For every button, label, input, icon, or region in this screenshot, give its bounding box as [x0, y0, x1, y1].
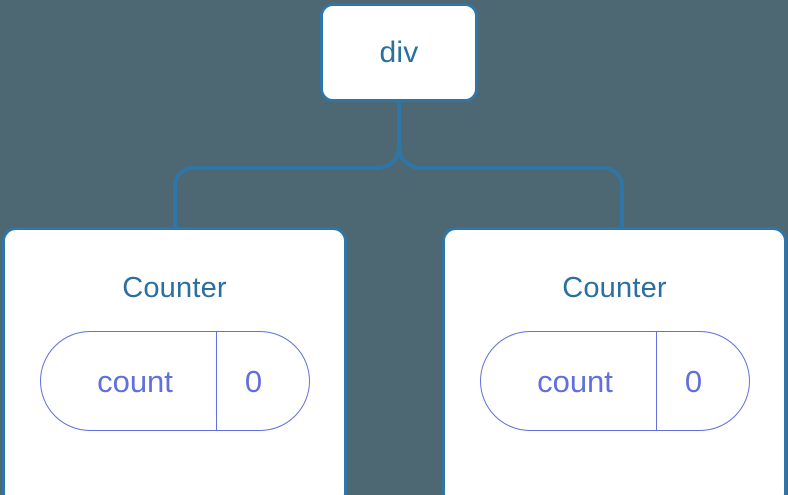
- state-pill-left[interactable]: count 0: [39, 331, 310, 431]
- node-counter-right[interactable]: Counter count 0: [442, 227, 787, 495]
- state-pill-right[interactable]: count 0: [479, 331, 750, 431]
- state-value-right: 0: [684, 363, 703, 399]
- node-div-label: div: [379, 35, 419, 69]
- node-counter-left[interactable]: Counter count 0: [2, 227, 347, 495]
- connector-branch-right: [397, 144, 624, 233]
- node-div[interactable]: div: [320, 3, 478, 102]
- node-counter-left-title: Counter: [122, 272, 227, 304]
- state-key-right: count: [481, 332, 657, 430]
- connector-branch-left: [173, 144, 401, 233]
- node-counter-right-title: Counter: [562, 272, 667, 304]
- state-key-left: count: [41, 332, 217, 430]
- state-value-left: 0: [244, 363, 263, 399]
